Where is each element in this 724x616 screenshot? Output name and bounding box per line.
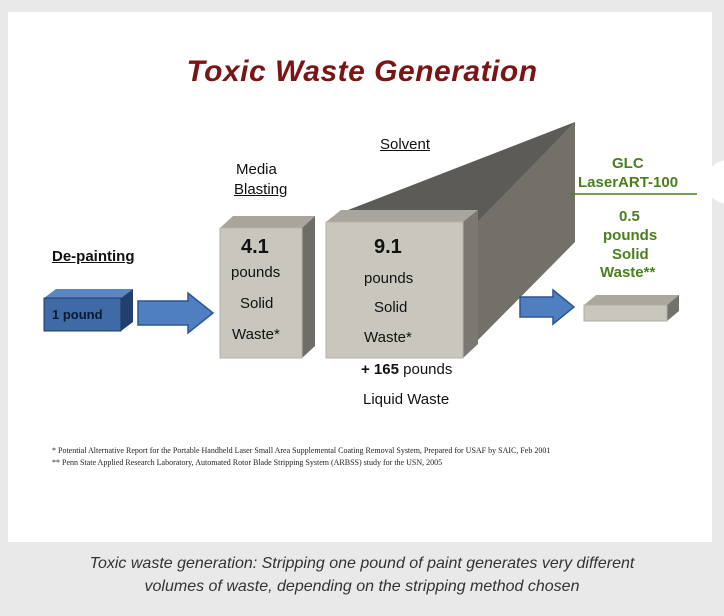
glc-value-line1: 0.5 [619,208,640,225]
solvent-liquid-amount: + 165 [361,361,399,378]
media-blasting-line1: pounds [231,264,281,281]
arrow-to-glc [519,288,576,326]
depainting-block [43,289,133,332]
glc-value-line4: Waste** [600,264,656,281]
glc-heading-line2: LaserART-100 [578,174,679,191]
depainting-heading: De-painting [52,248,135,265]
solvent-line1: pounds [364,270,414,287]
solvent-block [325,122,575,359]
glc-value-line3: Solid [612,246,649,263]
glc-heading-line1: GLC [612,155,644,172]
solvent-line2: Solid [374,299,408,316]
footnote-1: * Potential Alternative Report for the P… [52,446,551,455]
media-blasting-heading-line2: Blasting [234,181,288,198]
image-caption: Toxic waste generation: Stripping one po… [0,552,724,598]
depainting-block-label: 1 pound [52,307,103,322]
caption-line2: volumes of waste, depending on the strip… [144,578,580,595]
media-blasting-line2: Solid [240,295,274,312]
media-blasting-line3: Waste* [232,326,280,343]
media-blasting-block [219,216,315,359]
caption-line1: Toxic waste generation: Stripping one po… [89,555,635,572]
arrow-to-media-blasting [137,291,215,335]
solvent-liquid-unit: pounds [403,361,453,378]
footnote-2: ** Penn State Applied Research Laborator… [52,458,443,467]
diagram-title: Toxic Waste Generation [186,55,538,88]
solvent-heading: Solvent [380,136,431,153]
slide-edge-tab [706,160,724,204]
solvent-line3: Waste* [364,329,412,346]
media-blasting-value: 4.1 [241,236,269,258]
solvent-liquid-line2: Liquid Waste [363,391,450,408]
solvent-value: 9.1 [374,236,402,258]
glc-value-line2: pounds [603,227,658,244]
glc-block [583,295,679,322]
solvent-liquid-line1: + 165 pounds [361,361,452,378]
media-blasting-heading-line1: Media [236,161,277,178]
